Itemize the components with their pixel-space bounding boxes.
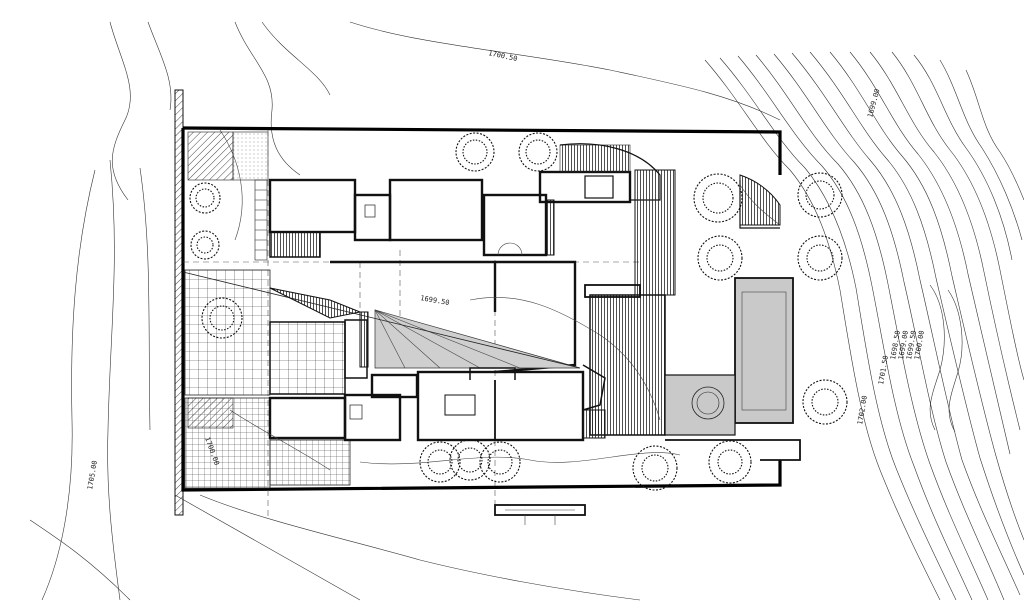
room-kitchen-dining — [416, 370, 585, 442]
terrace-ne-outline — [739, 180, 780, 229]
elevation-labels: 1700.50 1705.00 1699.00 1698.50 1699.00 … — [86, 49, 926, 490]
door-swing-entry-1 — [497, 242, 511, 256]
paved-terrace-grid-south — [269, 439, 351, 486]
toilet-fixture — [364, 204, 376, 218]
pool-deck-south — [664, 374, 736, 436]
room-entry-hall — [482, 193, 548, 257]
wall-southeast — [665, 439, 801, 461]
kitchen-island — [444, 394, 476, 416]
tree-icon — [449, 439, 491, 481]
deck-step — [582, 364, 606, 411]
tree-icon — [797, 172, 843, 218]
elevation-label-upper-right: 1699.00 — [866, 88, 881, 119]
courtyard-grid — [269, 321, 346, 395]
sloped-ramp-area — [374, 309, 581, 369]
tree-icon — [697, 235, 743, 281]
deck-edge-beam — [584, 284, 641, 298]
tree-icon — [632, 445, 678, 491]
pool-east — [734, 277, 794, 424]
tree-icon — [693, 173, 743, 223]
elevation-label-left: 1705.00 — [86, 460, 99, 490]
tree-icon — [189, 182, 221, 214]
tree-icon — [455, 132, 495, 172]
room-bedroom-1 — [268, 178, 357, 234]
tree-icon — [518, 132, 558, 172]
room-living — [330, 260, 577, 374]
elevation-label-top: 1700.50 — [488, 49, 519, 63]
semicircle-terrace-ne — [739, 174, 781, 226]
elevation-label-right-lower-2: 1702.00 — [856, 395, 869, 425]
hatched-planter-nw — [187, 131, 234, 181]
hatched-planter-sw — [187, 397, 234, 429]
tree-icon — [802, 379, 848, 425]
tree-icon — [419, 441, 461, 483]
door-kitchen-north — [469, 367, 516, 380]
door-swing-entry-2 — [509, 242, 523, 256]
bathroom-bedroom-1 — [353, 193, 392, 242]
sink-fixture — [349, 404, 363, 420]
service-niche — [584, 175, 614, 199]
room-bedroom-2 — [388, 178, 484, 242]
site-boundary-outline — [181, 128, 782, 492]
tree-icon — [479, 441, 521, 483]
tree-icon — [797, 235, 843, 281]
stair-treads-west — [255, 189, 267, 251]
paved-terrace-grid-west — [184, 269, 271, 396]
tree-icon — [201, 297, 243, 339]
bathroom-south — [343, 393, 402, 442]
wall-panel-core — [359, 311, 369, 368]
terrain-contours-left — [29, 21, 781, 601]
site-boundary-top — [182, 126, 782, 175]
pool-inner-edge — [741, 291, 787, 411]
jacuzzi-outer — [691, 386, 725, 420]
wedge-staircase — [269, 287, 362, 319]
elevation-label-courtyard: 1699.50 — [420, 294, 450, 307]
trees — [189, 132, 848, 491]
deck-walkway-east — [634, 169, 676, 296]
gravel-area-nw — [232, 131, 269, 181]
jacuzzi-inner — [696, 391, 720, 415]
room-study — [268, 396, 347, 440]
tree-icon — [190, 230, 220, 260]
closet-bedroom-1 — [269, 231, 321, 258]
deck-step-lower — [582, 409, 606, 439]
utility-room — [370, 373, 419, 399]
tree-icon — [708, 440, 752, 484]
wall-panel-entry — [545, 199, 555, 256]
entrance-bridge — [494, 504, 586, 516]
terrain-contours-right — [704, 51, 1024, 601]
